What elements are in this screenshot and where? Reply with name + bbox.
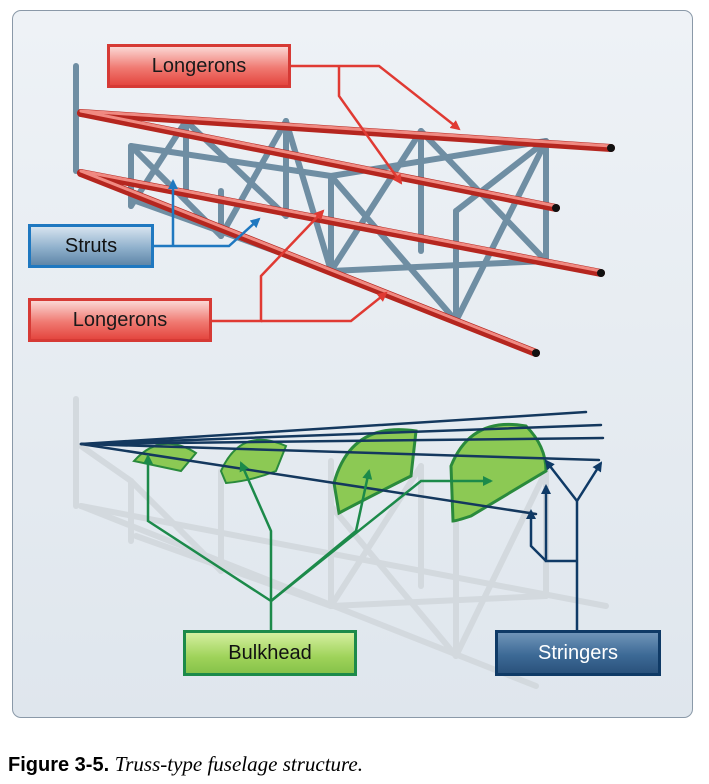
- truss-diagram: [73, 63, 615, 689]
- bulkhead-label: Bulkhead: [183, 630, 357, 676]
- longerons-frame: [77, 109, 615, 357]
- stringers-lines: [79, 410, 605, 516]
- caption-number: Figure 3-5.: [8, 754, 110, 776]
- struts-callout: [154, 179, 261, 248]
- stringers-callout: [526, 459, 603, 631]
- caption-text: Truss-type fuselage structure.: [114, 752, 363, 776]
- bulkhead-callout: [143, 454, 493, 631]
- stringers-label: Stringers: [495, 630, 661, 676]
- longerons-bottom-callout: [211, 209, 388, 323]
- top-truss: [73, 63, 615, 357]
- figure-caption: Figure 3-5. Truss-type fuselage structur…: [8, 752, 363, 777]
- longerons-label-top: Longerons: [107, 44, 291, 88]
- figure-panel: Longerons Struts Longerons Bulkhead Stri…: [12, 10, 693, 718]
- bottom-truss: [73, 396, 609, 689]
- struts-label: Struts: [28, 224, 154, 268]
- longerons-label-bottom: Longerons: [28, 298, 212, 342]
- light-frame: [73, 396, 609, 689]
- longerons-top-callout: [291, 64, 461, 185]
